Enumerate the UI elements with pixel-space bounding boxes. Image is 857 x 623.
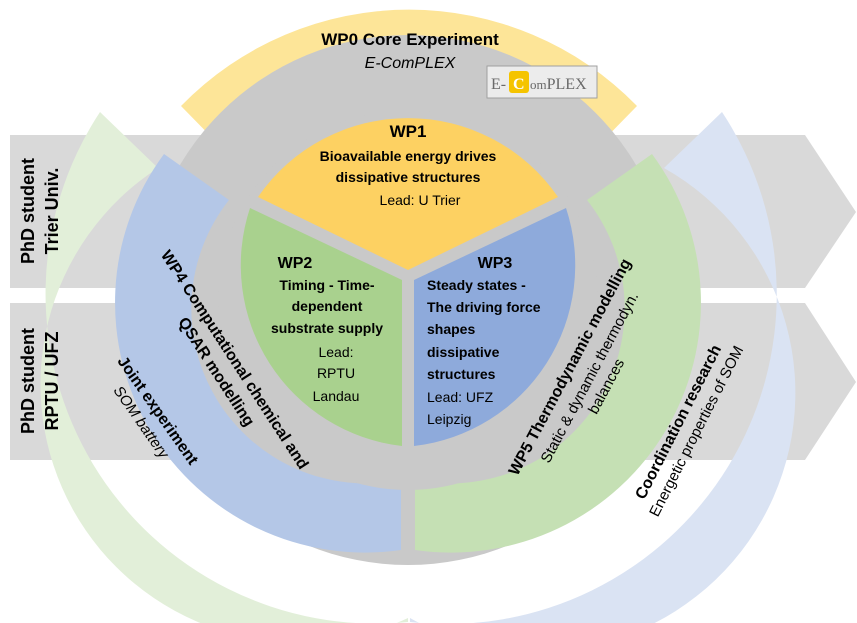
wp3-lead2: Leipzig: [427, 411, 471, 427]
wp3-line2: The driving force: [427, 299, 541, 315]
wp1-title: WP1: [390, 122, 427, 141]
wp0-subtitle: E-ComPLEX: [365, 55, 457, 72]
wp1-lead: Lead: U Trier: [380, 192, 461, 208]
wp3-line3: shapes: [427, 321, 475, 337]
wp4-sector: [115, 154, 401, 553]
wp3-lead1: Lead: UFZ: [427, 389, 494, 405]
wp2-lead2: RPTU: [317, 365, 355, 381]
wp2-line1: Timing - Time-: [279, 277, 374, 293]
wp3-title: WP3: [478, 255, 513, 272]
wp5-sector: [415, 154, 701, 553]
label-phd-trier: PhD student Trier Univ.: [18, 158, 62, 264]
wp3-line4: dissipative: [427, 344, 500, 360]
wp0-title: WP0 Core Experiment: [321, 30, 499, 49]
wp2-lead3: Landau: [313, 388, 360, 404]
wp3-sector: [414, 208, 576, 446]
wp1-sector: [258, 118, 558, 270]
wp3-line1: Steady states -: [427, 277, 526, 293]
wp1-line2: dissipative structures: [336, 169, 481, 185]
label-phd-rptu-ufz: PhD student RPTU / UFZ: [18, 328, 62, 434]
svg-text:RPTU / UFZ: RPTU / UFZ: [42, 332, 62, 431]
wp3-line5: structures: [427, 366, 496, 382]
svg-text:PhD student: PhD student: [18, 328, 38, 434]
wp2-sector: [240, 208, 402, 446]
wp2-title: WP2: [278, 255, 313, 272]
svg-text:E-ComPLEX: E-ComPLEX: [491, 76, 587, 93]
wp1-line1: Bioavailable energy drives: [320, 148, 497, 164]
wp0-sector: [181, 9, 637, 152]
wp2-line3: substrate supply: [271, 320, 383, 336]
wp2-lead1: Lead:: [318, 344, 353, 360]
svg-text:Trier Univ.: Trier Univ.: [42, 168, 62, 255]
svg-text:PhD student: PhD student: [18, 158, 38, 264]
wp2-line2: dependent: [292, 298, 363, 314]
joint-experiment-sector: [40, 112, 408, 623]
